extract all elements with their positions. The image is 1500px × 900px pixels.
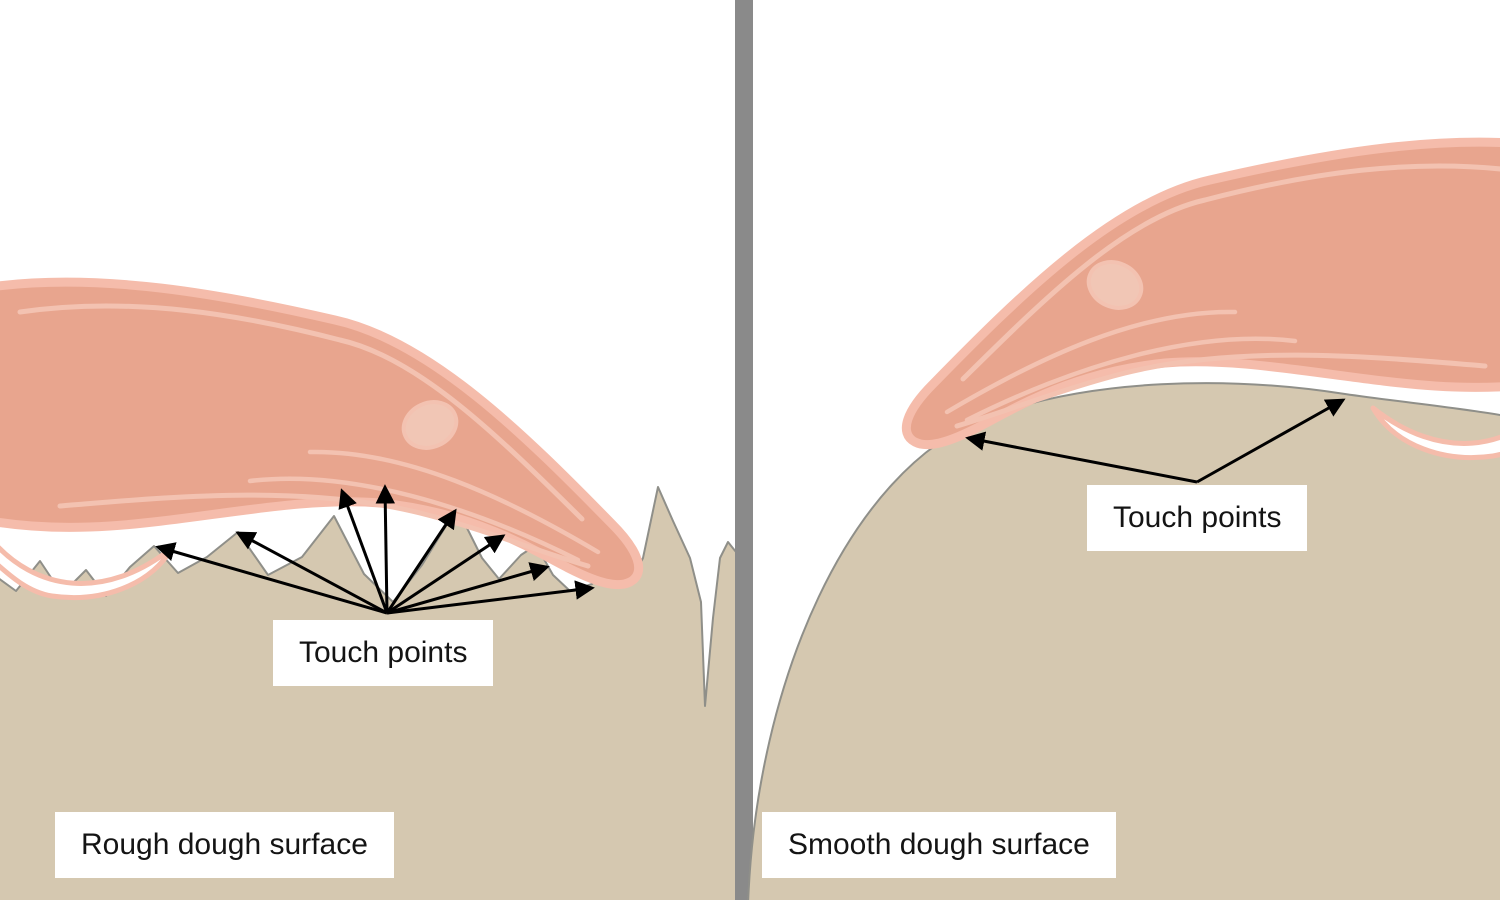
arrow-line: [385, 508, 457, 614]
touch-points-label-right: Touch points: [1087, 485, 1308, 551]
arrow-line: [235, 531, 388, 615]
arrow-line: [375, 484, 396, 614]
smooth-surface-caption: Smooth dough surface: [762, 812, 1116, 878]
arrow-line: [965, 431, 1198, 484]
rough-surface-caption: Rough dough surface: [55, 812, 394, 878]
touch-point-arrows-left: [155, 484, 595, 615]
panel-divider: [735, 0, 753, 900]
arrow-line: [386, 534, 506, 615]
arrow-line: [386, 580, 595, 615]
arrow-line: [338, 488, 389, 614]
touch-points-label-left: Touch points: [273, 620, 494, 686]
arrow-line: [1196, 398, 1346, 484]
touch-point-arrows-right: [965, 398, 1346, 484]
smooth-dough-dome: [747, 382, 1500, 900]
arrow-line: [155, 542, 388, 615]
arrow-line: [386, 562, 550, 615]
